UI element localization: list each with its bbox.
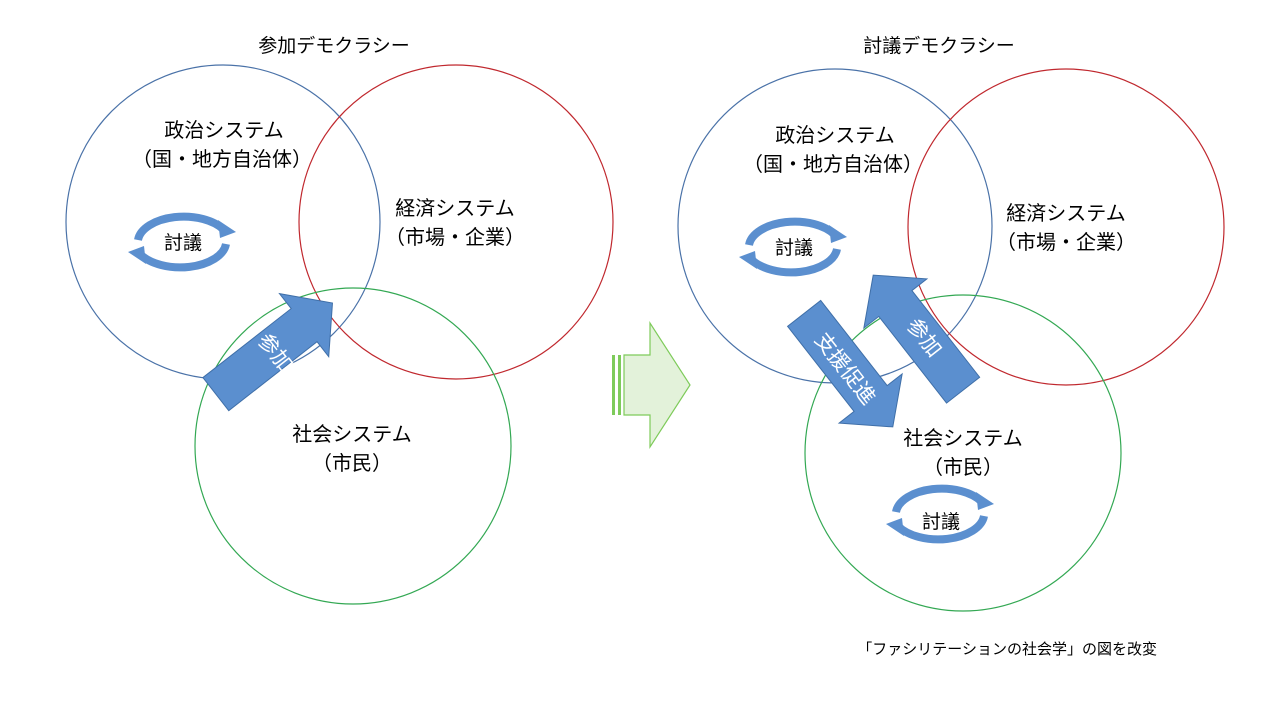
left-economic-sublabel: （市場・企業） <box>385 225 525 249</box>
left-participation-arrow <box>202 292 333 412</box>
transition-arrow-shape <box>623 320 691 450</box>
transition-stripe <box>618 355 621 415</box>
arrow-shape <box>786 299 903 428</box>
left-economic-circle <box>298 64 614 380</box>
left-political-circle <box>65 64 381 380</box>
right-social-cycle-label: 討議 <box>922 511 960 533</box>
transition-stripe <box>612 355 615 415</box>
left-social-sublabel: （市民） <box>312 451 392 475</box>
arrow-shape <box>863 274 981 404</box>
right-social-label: 社会システム <box>903 426 1022 450</box>
arrow-shape <box>202 292 333 412</box>
right-economic-sublabel: （市場・企業） <box>996 230 1136 254</box>
right-participation-arrow <box>863 274 981 404</box>
left-title: 参加デモクラシー <box>258 35 410 57</box>
right-economic-label: 経済システム <box>1006 201 1125 225</box>
right-diagram: 討議デモクラシー 政治システム （国・地方自治体） 経済システム （市場・企業）… <box>677 35 1225 612</box>
left-diagram: 参加デモクラシー 政治システム （国・地方自治体） 経済システム （市場・企業）… <box>65 35 614 605</box>
transition-arrow-icon <box>612 320 691 450</box>
left-political-sublabel: （国・地方自治体） <box>132 147 312 171</box>
right-social-circle <box>804 294 1122 612</box>
right-political-cycle-label: 討議 <box>775 237 813 259</box>
right-political-label: 政治システム <box>775 123 894 147</box>
left-economic-label: 経済システム <box>395 196 514 220</box>
left-social-circle <box>194 287 512 605</box>
source-caption: 「ファシリテーションの社会学」の図を改変 <box>857 640 1157 658</box>
right-support-arrow <box>786 299 903 428</box>
left-political-label: 政治システム <box>164 118 283 142</box>
right-economic-circle <box>907 68 1225 386</box>
right-political-sublabel: （国・地方自治体） <box>743 152 923 176</box>
right-social-sublabel: （市民） <box>923 455 1003 479</box>
left-cycle-label: 討議 <box>164 232 202 254</box>
right-title: 討議デモクラシー <box>863 35 1015 57</box>
left-social-label: 社会システム <box>292 422 411 446</box>
